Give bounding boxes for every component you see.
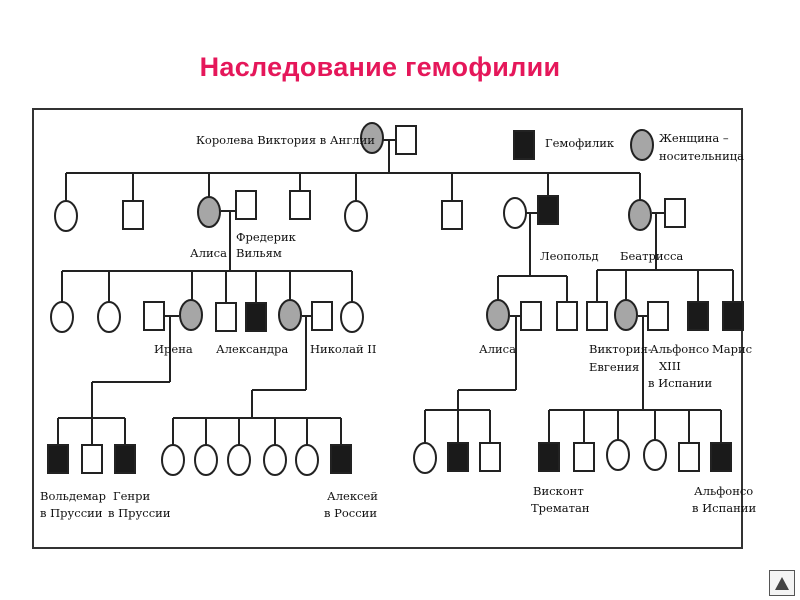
person-irene-husband	[143, 301, 165, 331]
person-henry	[114, 444, 136, 474]
person-beatrice	[628, 199, 652, 231]
person-alice-2	[486, 299, 510, 331]
label-waldemar-2: в Пруссии	[40, 506, 103, 520]
person-gen3-daughter-1	[50, 301, 74, 333]
legend-hemophiliac-label: Гемофилик	[545, 136, 615, 150]
label-alexei-2: в России	[324, 506, 377, 520]
person-alexandra	[278, 299, 302, 331]
person-gen4-son-affected-r1	[447, 442, 469, 472]
label-irene: Ирена	[154, 342, 193, 356]
person-alfonso-xiii	[647, 301, 669, 331]
pedigree-lines	[57, 139, 734, 445]
person-alexei	[330, 444, 352, 474]
person-gen4-daughter-r2	[606, 439, 630, 471]
person-nicholas	[311, 301, 333, 331]
person-gen3-son-1	[215, 302, 237, 332]
label-alice-2: Алиса	[479, 342, 516, 356]
label-alfonso-2: в Испании	[692, 501, 756, 515]
person-gen4-daughter-r3	[643, 439, 667, 471]
person-gen3-son-3	[586, 301, 608, 331]
label-alfonso13-2: XIII	[659, 359, 681, 373]
legend-carrier-symbol	[630, 129, 654, 161]
legend-hemophiliac-symbol	[513, 130, 535, 160]
person-waldemar	[47, 444, 69, 474]
person-viscount-trematon	[538, 442, 560, 472]
label-viscount-2: Трематан	[531, 501, 590, 515]
person-victoria-eugenie	[614, 299, 638, 331]
person-gen2-son-1	[122, 200, 144, 230]
person-leopold	[537, 195, 559, 225]
person-gen4-son-r2	[479, 442, 501, 472]
person-gen3-son-affected	[245, 302, 267, 332]
person-maris	[722, 301, 744, 331]
person-gen3-son-affected-2	[687, 301, 709, 331]
person-gen4-daughter-r1	[413, 442, 437, 474]
page-title: Наследование гемофилии	[199, 52, 561, 82]
label-viscount-1: Висконт	[533, 484, 584, 498]
legend-carrier-label-1: Женщина –	[659, 131, 729, 145]
label-victoria-eugenie-2: Евгения	[589, 360, 639, 374]
person-gen4-son-r4	[678, 442, 700, 472]
label-maris: Марис	[712, 342, 752, 356]
person-gen4-son-r3	[573, 442, 595, 472]
legend-carrier-label-2: носительница	[659, 149, 744, 163]
pedigree-labels: Королева Виктория в Англии Гемофилик Жен…	[40, 131, 756, 520]
label-waldemar-1: Вольдемар	[40, 489, 106, 503]
label-leopold: Леопольд	[540, 249, 599, 263]
label-henry-1: Генри	[113, 489, 150, 503]
person-gen2-son-3	[441, 200, 463, 230]
person-frederick	[235, 190, 257, 220]
person-alice	[197, 196, 221, 228]
person-leopold-wife	[503, 197, 527, 229]
person-gen3-daughter-2	[97, 301, 121, 333]
person-romanov-daughter-3	[227, 444, 251, 476]
label-alfonso13-3: в Испании	[648, 376, 712, 390]
person-gen3-daughter-3	[340, 301, 364, 333]
person-albert	[395, 125, 417, 155]
pedigree-symbols	[47, 122, 744, 476]
label-alice: Алиса	[190, 246, 227, 260]
person-gen3-son-2	[556, 301, 578, 331]
person-romanov-daughter-5	[295, 444, 319, 476]
person-alfonso-spain	[710, 442, 732, 472]
person-romanov-daughter-1	[161, 444, 185, 476]
person-romanov-daughter-2	[194, 444, 218, 476]
label-victoria: Королева Виктория в Англии	[196, 133, 375, 147]
label-frederick-1: Фредерик	[236, 230, 297, 244]
label-beatrice: Беатрисса	[620, 249, 683, 263]
person-gen4-son-1	[81, 444, 103, 474]
label-frederick-2: Вильям	[236, 246, 282, 260]
back-arrow-icon	[775, 577, 789, 590]
back-button[interactable]	[769, 570, 795, 596]
person-romanov-daughter-4	[263, 444, 287, 476]
person-alice-2-husband	[520, 301, 542, 331]
label-alfonso-1: Альфонсо	[694, 484, 753, 498]
person-victoria	[360, 122, 384, 154]
label-alfonso13-1: Альфонсо	[650, 342, 709, 356]
person-irene	[179, 299, 203, 331]
person-gen2-daughter-2	[344, 200, 368, 232]
person-gen2-daughter-1	[54, 200, 78, 232]
label-alexandra: Александра	[216, 342, 288, 356]
label-henry-2: в Пруссии	[108, 506, 171, 520]
person-gen2-son-2	[289, 190, 311, 220]
label-victoria-eugenie-1: Виктория-	[589, 342, 652, 356]
person-beatrice-husband	[664, 198, 686, 228]
label-alexei-1: Алексей	[327, 489, 378, 503]
label-nicholas: Николай II	[310, 342, 376, 356]
